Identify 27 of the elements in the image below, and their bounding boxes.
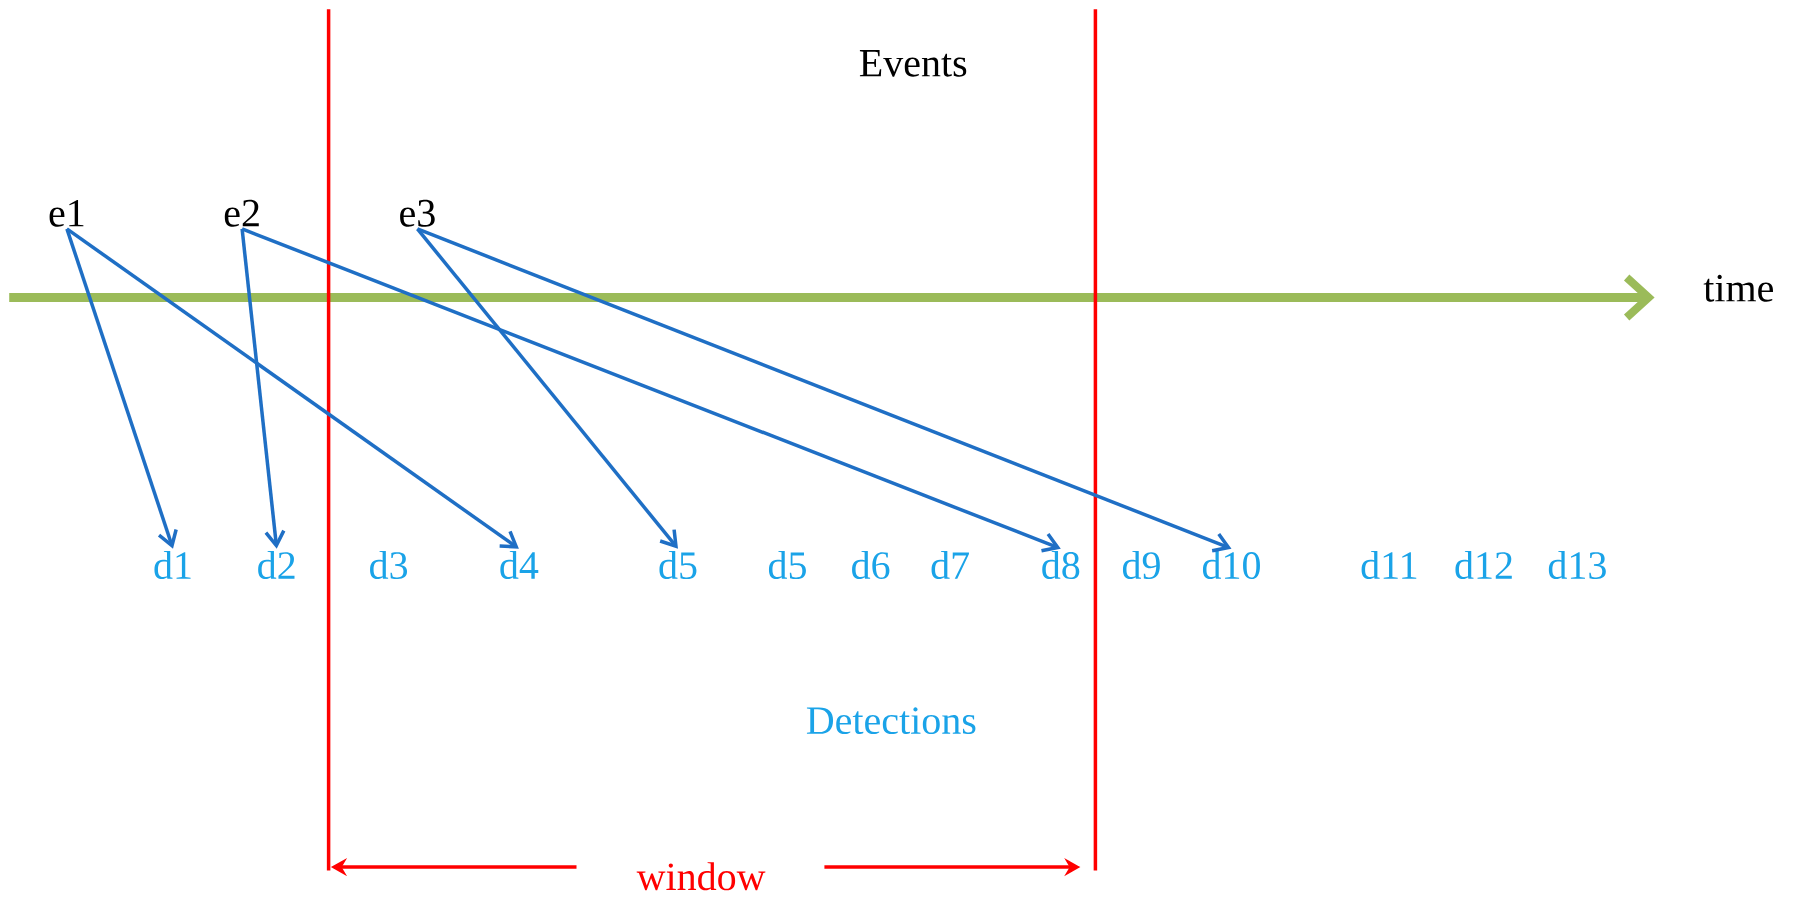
- detection-label: d3: [370, 550, 408, 580]
- detection-label: d9: [1122, 550, 1160, 580]
- event-label: e3: [400, 199, 435, 227]
- axis-label: time: [1703, 274, 1773, 302]
- detection-label: d8: [1042, 550, 1080, 580]
- detection-label: d6: [852, 550, 890, 580]
- arrow: [416, 227, 1232, 553]
- detection-label: d1: [154, 550, 191, 580]
- detection-label: d10: [1202, 550, 1260, 580]
- detection-label: d13: [1548, 550, 1606, 580]
- detection-label: d7: [931, 550, 969, 580]
- arrow: [416, 227, 678, 549]
- event-label: e1: [49, 199, 84, 227]
- arrow: [65, 227, 519, 549]
- arrow: [240, 228, 286, 549]
- window-label: window: [636, 862, 766, 891]
- arrow: [241, 227, 1061, 553]
- detection-label: d2: [258, 550, 295, 580]
- arrow: [65, 228, 178, 549]
- detection-label: d11: [1361, 550, 1417, 580]
- detections-heading: Detections: [806, 707, 976, 735]
- detection-label: d4: [500, 550, 539, 580]
- detection-label: d5: [659, 550, 697, 580]
- events-heading: Events: [859, 50, 967, 77]
- detection-label: d5: [768, 550, 806, 580]
- event-label: e2: [224, 199, 259, 227]
- detection-label: d12: [1455, 550, 1512, 580]
